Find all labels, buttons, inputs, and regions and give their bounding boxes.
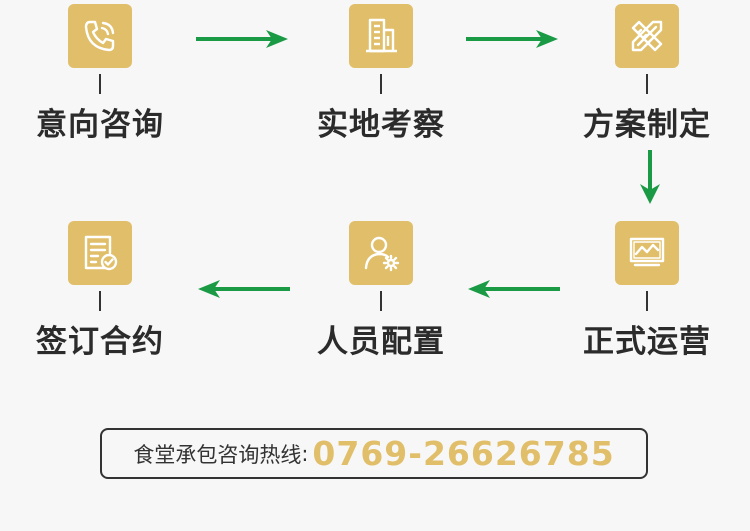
connector-line [646, 291, 648, 311]
hotline-colon: : [301, 441, 309, 466]
arrow-down-icon [637, 150, 663, 206]
connector-line [646, 74, 648, 94]
hotline-box: 食堂承包咨询热线 : 0769-26626785 [100, 428, 648, 479]
connector-line [99, 74, 101, 94]
arrow-left-icon [466, 278, 560, 300]
contract-check-icon [68, 221, 132, 285]
arrow-right-icon [196, 28, 290, 50]
connector-line [99, 291, 101, 311]
step-label: 方案制定 [583, 107, 711, 143]
arrow-right-icon [466, 28, 560, 50]
step-label: 意向咨询 [36, 107, 164, 143]
hotline-label: 食堂承包咨询热线 [133, 442, 302, 467]
step-label: 实地考察 [317, 107, 445, 143]
connector-line [380, 291, 382, 311]
step-label: 人员配置 [317, 324, 445, 360]
hotline-number[interactable]: 0769-26626785 [312, 434, 615, 473]
arrow-left-icon [196, 278, 290, 300]
building-icon [349, 4, 413, 68]
phone-icon [68, 4, 132, 68]
user-gear-icon [349, 221, 413, 285]
step-label: 签订合约 [36, 324, 164, 360]
pencil-ruler-icon [615, 4, 679, 68]
step-label: 正式运营 [583, 324, 711, 360]
connector-line [380, 74, 382, 94]
monitor-chart-icon [615, 221, 679, 285]
